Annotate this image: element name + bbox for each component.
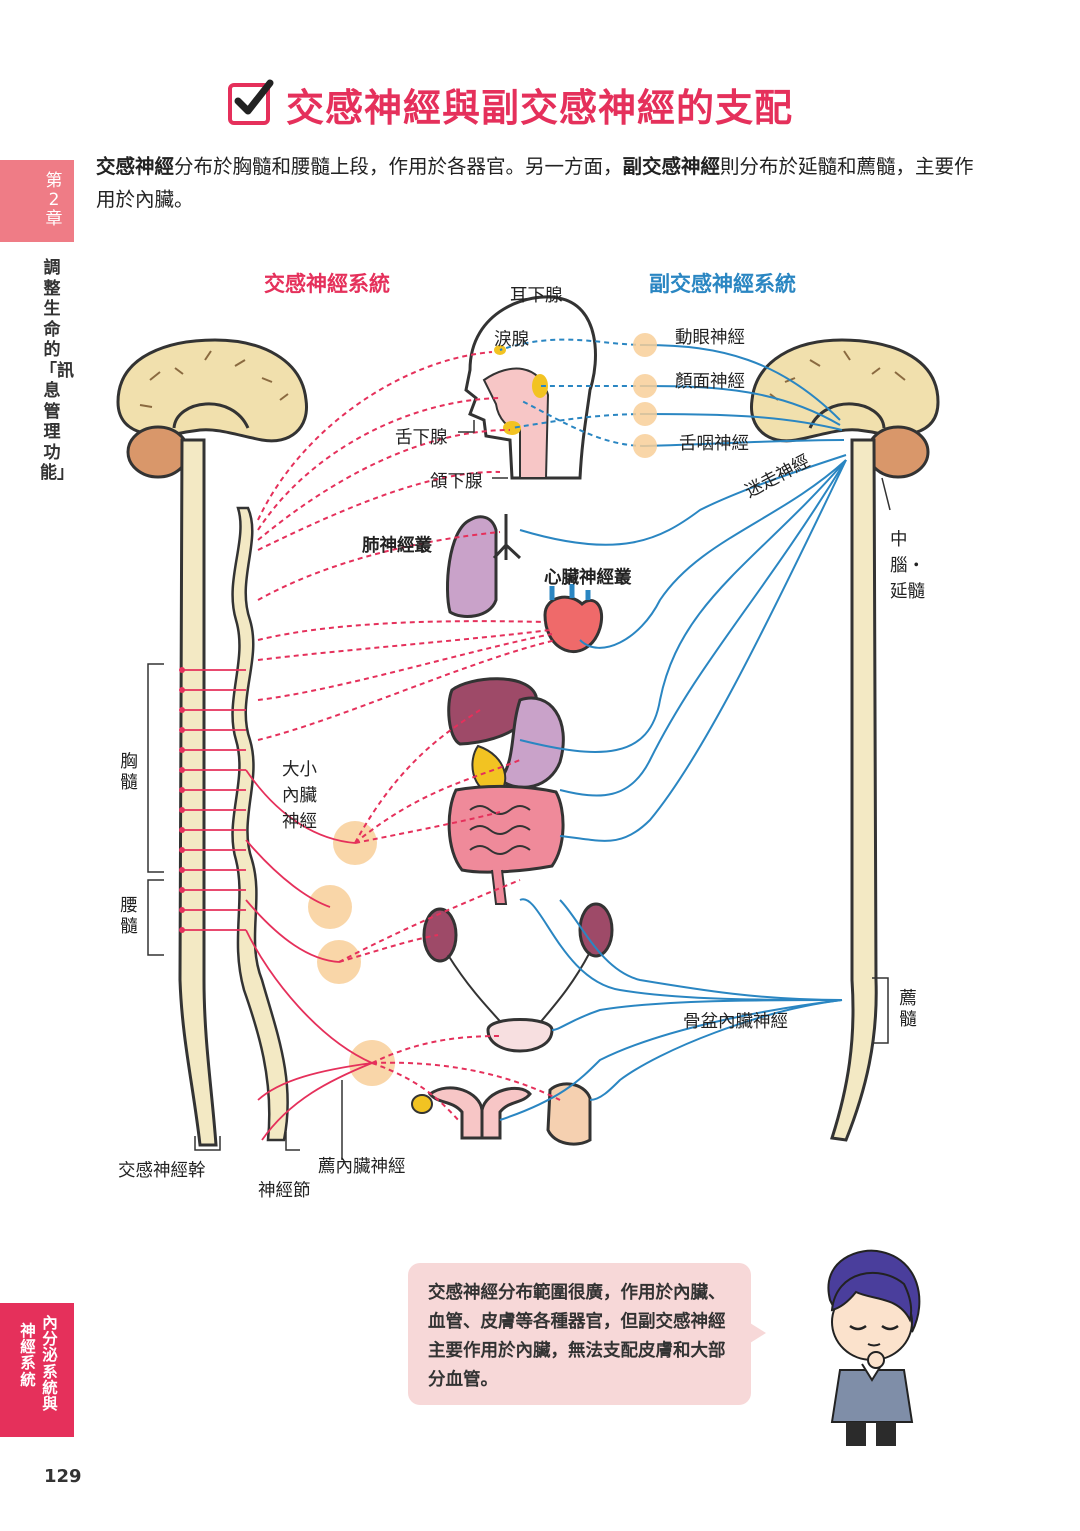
chapter-tab: 第2章 <box>0 160 74 242</box>
label-sympathetic-trunk: 交感神經幹 <box>118 1161 206 1181</box>
page-number: 129 <box>44 1466 82 1487</box>
intro-text-1: 分布於胸髓和腰髓上段，作用於各器官。另一方面， <box>174 155 623 178</box>
bladder-illustration <box>486 1018 554 1053</box>
label-ganglion: 神經節 <box>258 1181 311 1201</box>
kidney-left <box>422 907 458 963</box>
label-lumbar-cord: 腰髓 <box>120 896 138 937</box>
right-brain-illustration <box>750 338 940 479</box>
section-tab: 內分泌系統與 神經系統 <box>0 1303 74 1437</box>
label-pulmonary-plexus: 肺神經叢 <box>362 536 432 556</box>
label-submandibular: 頜下腺 <box>430 472 483 492</box>
sympathetic-pathways <box>257 351 561 1123</box>
label-sacral-cord: 薦髓 <box>899 989 917 1030</box>
label-splanchnic-nerves: 大小內臟神經 <box>282 760 317 832</box>
label-glossopharyngeal: 舌咽神經 <box>679 434 749 454</box>
intro-text-2: 則分布於延髓和薦髓，主要作用於內臟。 <box>96 155 974 211</box>
prevertebral-ganglia <box>308 821 395 1086</box>
label-pelvic-splanchnic: 骨盆內臟神經 <box>683 1012 788 1032</box>
label-parotid: 耳下腺 <box>510 286 563 306</box>
label-lacrimal: 淚腺 <box>494 330 529 350</box>
intro-term-sympathetic: 交感神經 <box>96 155 175 178</box>
male-organ-illustration <box>546 1082 592 1146</box>
sympathetic-trunk-chain <box>231 506 289 1142</box>
chapter-tab-label: 第2章 <box>45 171 63 229</box>
heart-illustration <box>543 595 603 653</box>
section-tab-col-1: 內分泌系統與 <box>42 1314 58 1414</box>
label-midbrain-medulla: 中腦・延髓 <box>890 530 925 602</box>
label-sacral-splanchnic: 薦內臟神經 <box>318 1157 406 1177</box>
label-facial: 顏面神經 <box>675 372 745 392</box>
speech-bubble-tail <box>750 1323 766 1343</box>
label-cardiac-plexus: 心臟神經叢 <box>544 568 632 588</box>
character-illustration <box>827 1249 921 1446</box>
sympathetic-root-dots <box>179 667 185 933</box>
left-brain-illustration <box>116 338 308 479</box>
uterus-illustration <box>427 1086 532 1140</box>
label-brackets <box>147 420 891 1160</box>
label-oculomotor: 動眼神經 <box>675 328 745 348</box>
page-heading: 交感神經與副交感神經的支配 <box>228 76 793 132</box>
intro-term-parasympathetic: 副交感神經 <box>622 155 721 178</box>
speech-bubble-text: 交感神經分布範圍很廣，作用於內臟、血管、皮膚等各種器官，但副交感神經主要作用於內… <box>428 1283 726 1390</box>
section-tab-col-2: 神經系統 <box>20 1322 36 1389</box>
intro-paragraph: 交感神經分布於胸髓和腰髓上段，作用於各器官。另一方面，副交感神經則分布於延髓和薦… <box>96 150 976 216</box>
checkbox-icon <box>228 79 274 125</box>
head-illustration <box>464 295 597 480</box>
sympathetic-roots <box>182 669 373 1141</box>
speech-bubble: 交感神經分布範圍很廣，作用於內臟、血管、皮膚等各種器官，但副交感神經主要作用於內… <box>408 1263 766 1405</box>
kidney-right <box>578 902 614 958</box>
label-sublingual: 舌下腺 <box>395 428 448 448</box>
right-spinal-cord <box>830 438 878 1142</box>
parasympathetic-ganglia <box>633 333 657 458</box>
sympathetic-system-title: 交感神經系統 <box>264 272 390 296</box>
page-title: 交感神經與副交感神經的支配 <box>286 85 794 130</box>
left-spinal-cord <box>178 438 218 1147</box>
digestive-organs-illustration <box>447 677 565 905</box>
parasympathetic-postganglionic <box>499 338 646 447</box>
parasympathetic-system-title: 副交感神經系統 <box>649 272 796 296</box>
lung-illustration <box>445 515 498 618</box>
parasympathetic-pathways <box>499 344 847 1121</box>
label-thoracic-cord: 胸髓 <box>120 752 138 793</box>
